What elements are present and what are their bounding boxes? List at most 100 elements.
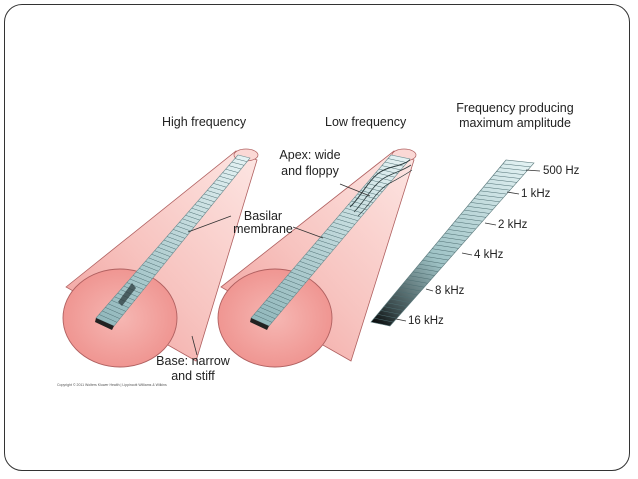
membrane-fiber	[489, 179, 517, 183]
membrane-fiber	[296, 264, 316, 272]
membrane-fiber	[225, 168, 239, 173]
membrane-fiber	[363, 186, 383, 192]
membrane-fiber	[166, 236, 183, 243]
membrane-fiber	[222, 172, 236, 177]
copyright-text: Copyright © 2011 Wolters Kluwer Health |…	[57, 383, 167, 387]
membrane-fiber	[203, 193, 218, 199]
membrane-fiber	[302, 257, 322, 265]
membrane-fiber	[432, 248, 456, 253]
membrane-fiber	[272, 292, 291, 301]
membrane-fiber	[422, 260, 445, 265]
membrane-fiber	[502, 163, 531, 168]
membrane-fiber	[154, 250, 171, 257]
membrane-fiber	[170, 232, 186, 239]
membrane-fiber	[444, 233, 469, 237]
title-low-frequency: Low frequency	[325, 115, 407, 129]
membrane-fiber	[275, 289, 294, 298]
membrane-fiber	[185, 215, 200, 221]
membrane-fiber	[320, 236, 340, 243]
membrane-fiber	[145, 261, 162, 268]
membrane-fiber	[160, 243, 177, 250]
title-frequency-line2: maximum amplitude	[459, 116, 571, 130]
cone-high-frequency	[62, 148, 259, 368]
membrane-fiber	[314, 243, 334, 250]
membrane-fiber	[163, 239, 180, 246]
membrane-fiber	[477, 194, 504, 199]
membrane-fiber	[374, 317, 394, 323]
membrane-fiber	[415, 267, 439, 272]
membrane-fiber	[132, 275, 150, 283]
membrane-fiber	[98, 314, 118, 323]
membrane-fiber	[207, 190, 221, 195]
membrane-fiber	[269, 296, 288, 305]
membrane-fiber	[129, 278, 147, 287]
membrane-fiber	[102, 310, 121, 319]
membrane-fiber	[339, 214, 358, 221]
membrane-fiber	[317, 239, 337, 247]
membrane-fiber	[342, 211, 362, 218]
membrane-fiber	[380, 310, 401, 315]
membrane-fiber	[483, 186, 511, 191]
membrane-fiber	[387, 302, 408, 307]
membrane-fiber	[266, 300, 285, 309]
membrane-fiber	[366, 183, 386, 189]
membrane-fiber	[464, 209, 490, 214]
freq-label-1khz: 1 kHz	[521, 188, 551, 200]
membrane-fiber	[278, 285, 297, 294]
membrane-fiber	[148, 257, 165, 265]
membrane-fiber	[493, 175, 521, 179]
membrane-fiber	[234, 158, 248, 162]
frequency-scale-strip	[370, 159, 535, 327]
membrane-fiber	[406, 279, 428, 284]
membrane-fiber	[441, 236, 466, 241]
membrane-fiber	[327, 229, 346, 236]
membrane-fiber	[263, 303, 282, 312]
membrane-fiber	[219, 176, 233, 181]
freq-label-500hz: 500 Hz	[543, 165, 580, 177]
apex-label-line2: and floppy	[281, 164, 339, 178]
membrane-fiber	[176, 225, 191, 232]
membrane-fiber	[403, 283, 425, 288]
membrane-fiber	[409, 275, 432, 280]
membrane-fiber	[412, 271, 435, 276]
membrane-fiber	[372, 176, 392, 182]
membrane-fiber	[216, 179, 230, 184]
basilar-label-line1: Basilar	[243, 209, 283, 223]
membrane-fiber	[435, 244, 459, 249]
membrane-fiber	[126, 282, 144, 290]
membrane-fiber	[253, 314, 273, 323]
membrane-fiber	[228, 165, 242, 170]
leader-lines	[187, 169, 541, 356]
membrane-fiber	[290, 271, 309, 280]
membrane-fiber	[467, 206, 493, 210]
membrane-fiber	[460, 213, 487, 218]
membrane-fiber	[188, 211, 203, 217]
membrane-fiber	[108, 303, 126, 312]
membrane-fiber	[157, 246, 174, 254]
basilar-label-line2: membrane	[233, 222, 293, 236]
base-label-line1: Base: narrow	[156, 354, 230, 368]
membrane-fiber	[393, 294, 415, 300]
membrane-fiber	[377, 314, 397, 319]
membrane-fiber	[454, 221, 480, 226]
membrane-fiber	[333, 222, 352, 229]
membrane-fiber	[499, 167, 528, 172]
apex-label-line1: Apex: wide	[279, 148, 341, 162]
membrane-fiber	[260, 307, 279, 316]
membrane-fiber	[287, 275, 306, 283]
base-label-line2: and stiff	[171, 369, 215, 383]
membrane-fiber	[182, 218, 197, 224]
membrane-fiber	[428, 252, 452, 257]
membrane-fiber	[151, 253, 168, 261]
membrane-fiber	[473, 198, 500, 203]
cone-low-frequency	[217, 148, 417, 368]
title-high-frequency: High frequency	[162, 115, 247, 129]
membrane-fiber	[419, 263, 442, 269]
membrane-fiber	[470, 202, 497, 206]
membrane-fiber	[457, 217, 483, 222]
membrane-fiber	[390, 298, 411, 303]
membrane-fiber	[191, 207, 206, 214]
membrane-fiber	[293, 268, 312, 276]
membrane-fiber	[383, 306, 404, 311]
